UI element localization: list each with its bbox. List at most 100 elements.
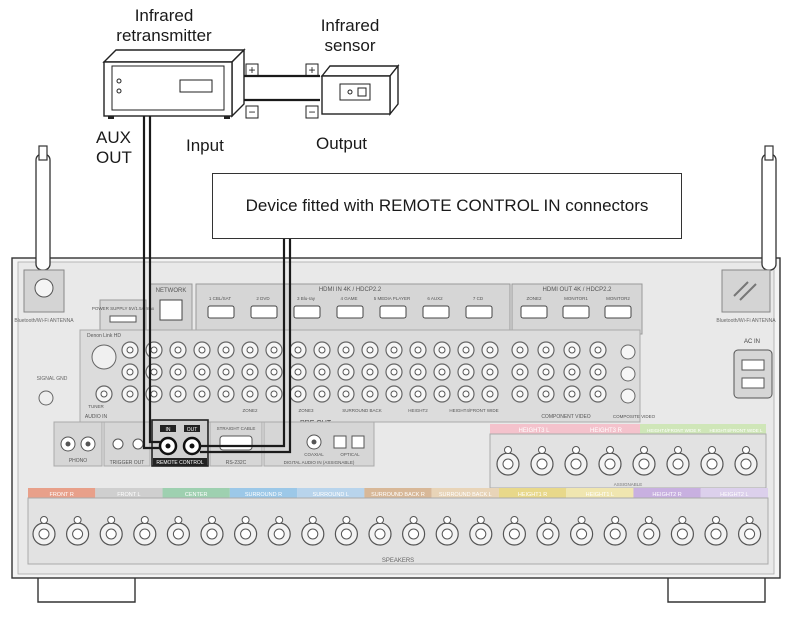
speaker-binding-post [402,516,426,546]
cables [142,74,320,454]
sensor-label-line2: sensor [324,36,376,55]
rca-jack [481,363,499,381]
speaker-group-label: CENTER [185,492,208,498]
rca-jack [169,363,187,381]
speaker-group-label: HEIGHT2 R [652,492,681,498]
rca-jack [433,341,451,359]
rca-jack [433,385,451,403]
rca-jack [361,385,379,403]
rca-jack [289,363,307,381]
speaker-binding-post [368,516,392,546]
rca-jack [385,341,403,359]
svg-text:+: + [308,63,315,77]
rc-in-label: IN [166,427,171,433]
rca-jack [537,363,555,381]
aux-out-label-line2: OUT [96,148,132,167]
svg-text:RS-232C: RS-232C [226,460,247,466]
denon-link-label: Denon Link HD [87,333,121,339]
hdmi-input-label: 7 CD [473,296,484,301]
speaker-binding-post [267,516,291,546]
speaker-binding-post [133,516,157,546]
callout-text: Device fitted with REMOTE CONTROL IN con… [245,196,649,215]
composite-video-label: COMPOSITE VIDEO [613,414,656,419]
rca-jack [121,341,139,359]
sensor-label-line1: Infrared [320,16,380,35]
hdmi-output-port: MONITOR1 [562,296,590,319]
rc-out-cable [200,239,286,448]
hdmi-out-header: HDMI OUT 4K / HDCP2.2 [543,287,613,293]
hdmi-output-ports: ZONE2 MONITOR1 MONITOR2 [520,296,632,319]
rca-jack [385,363,403,381]
rca-jack [241,385,259,403]
zone-label: ZONE3 [298,408,314,413]
speaker-binding-post [334,516,358,546]
rca-jack [457,341,475,359]
speaker-binding-post [435,516,459,546]
speaker-binding-post [530,446,554,476]
rca-jack [537,341,555,359]
svg-text:−: − [248,105,255,119]
svg-text:COAXIAL: COAXIAL [304,452,324,457]
hdmi-output-label: MONITOR1 [564,296,588,301]
speaker-binding-post [65,516,90,546]
hdmi-output-label: ZONE2 [526,296,542,301]
speaker-binding-post [166,516,190,546]
aux-out-cable-inner [148,116,160,444]
rca-jack [589,363,607,381]
rca-jack [563,341,581,359]
speaker-group-header [95,488,163,498]
rca-jack [361,341,379,359]
hdmi-output-label: MONITOR2 [606,296,630,301]
hdmi-input-label: 6 AUX2 [427,296,443,301]
svg-text:OPTICAL: OPTICAL [340,452,360,457]
speaker-group-header [229,488,298,498]
rca-jack [457,363,475,381]
denon-link-jack [91,344,117,370]
speaker-group-label: SURROUND BACK L [439,492,492,498]
speaker-binding-post [301,516,325,546]
hdmi-input-port: 3 Blu-ray [293,296,321,319]
rca-jack [121,363,139,381]
speaker-group-label: SURROUND L [313,492,349,498]
aux-out-label-line1: AUX [96,128,131,147]
speaker-binding-post [564,446,588,476]
zone-label: SURROUND BACK [342,408,382,413]
rca-jack [289,341,307,359]
height4-r-label: HEIGHT4/FRONT WIDE R [647,428,701,433]
hdmi-input-label: 5 MEDIA PLAYER [374,296,411,301]
rs232c-block [209,421,263,467]
speaker-group-header [364,488,432,498]
speaker-binding-post [200,516,224,546]
rca-jack [217,341,235,359]
ac-in-socket [733,349,773,399]
hdmi-input-label: 1 CBL/SAT [209,296,231,301]
rca-jack [409,341,427,359]
speaker-binding-post [496,446,520,476]
rca-jack [95,385,113,403]
input-label: Input [186,136,224,155]
signal-gnd-label: SIGNAL GND [37,376,68,382]
rca-jack [145,363,163,381]
rca-jack [589,385,607,403]
rca-jack [433,363,451,381]
speaker-group-label: FRONT L [117,492,140,498]
hdmi-input-port: 6 AUX2 [422,296,450,319]
speaker-group-label: SURROUND R [245,492,282,498]
rca-jack [563,363,581,381]
remote-control-device-callout: Device fitted with REMOTE CONTROL IN con… [212,173,682,239]
speaker-binding-post [598,446,622,476]
rca-jack [265,341,283,359]
height3-l-label: HEIGHT3 L [518,428,550,434]
rca-jack [337,341,355,359]
speaker-terminals [32,516,762,546]
rca-jack [409,363,427,381]
speaker-binding-post [32,516,56,546]
speaker-binding-post [700,446,724,476]
svg-text:TRIGGER OUT: TRIGGER OUT [110,460,145,466]
rca-jack [481,385,499,403]
component-video-label: COMPONENT VIDEO [541,414,590,420]
rca-jack [313,385,331,403]
speaker-binding-post [603,516,627,546]
infrared-sensor [320,64,400,116]
svg-text:PHONO: PHONO [69,458,87,464]
